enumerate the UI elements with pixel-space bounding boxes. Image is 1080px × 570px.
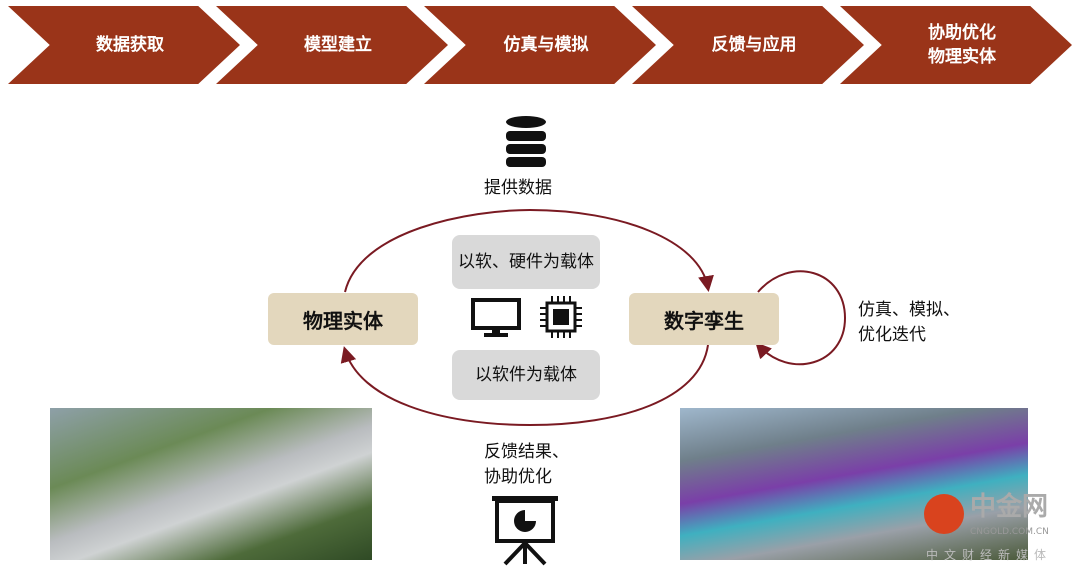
hw-sw-carrier-box: 以软、硬件为载体 — [452, 235, 600, 289]
step-label: 模型建立 — [304, 35, 372, 55]
step-5: 协助优化 物理实体 — [840, 6, 1072, 84]
digital-twin-box: 数字孪生 — [629, 293, 779, 345]
factory-aerial-photo — [50, 408, 372, 560]
monitor-icon — [471, 298, 521, 337]
watermark-logo-icon — [924, 494, 964, 534]
watermark-brand: 中金网 — [970, 492, 1049, 522]
physical-entity-box: 物理实体 — [268, 293, 418, 345]
watermark: 中金网 CNGOLD.COM.CN 中文财经新媒体 — [922, 492, 1080, 570]
step-label: 协助优化 物理实体 — [928, 23, 996, 67]
sw-carrier-box: 以软件为载体 — [452, 350, 600, 400]
provide-data-label: 提供数据 — [484, 178, 552, 198]
iteration-label: 仿真、模拟、 优化迭代 — [858, 300, 960, 345]
chip-icon — [540, 296, 582, 338]
presentation-icon — [492, 496, 558, 566]
step-label: 仿真与模拟 — [503, 35, 589, 55]
watermark-tagline: 中文财经新媒体 — [926, 548, 1053, 562]
feedback-label: 反馈结果、 协助优化 — [484, 442, 569, 487]
digital-twin-render — [680, 408, 1028, 560]
watermark-domain: CNGOLD.COM.CN — [970, 527, 1049, 537]
step-label: 反馈与应用 — [711, 35, 797, 55]
database-icon — [506, 116, 546, 167]
step-label: 数据获取 — [96, 35, 164, 55]
